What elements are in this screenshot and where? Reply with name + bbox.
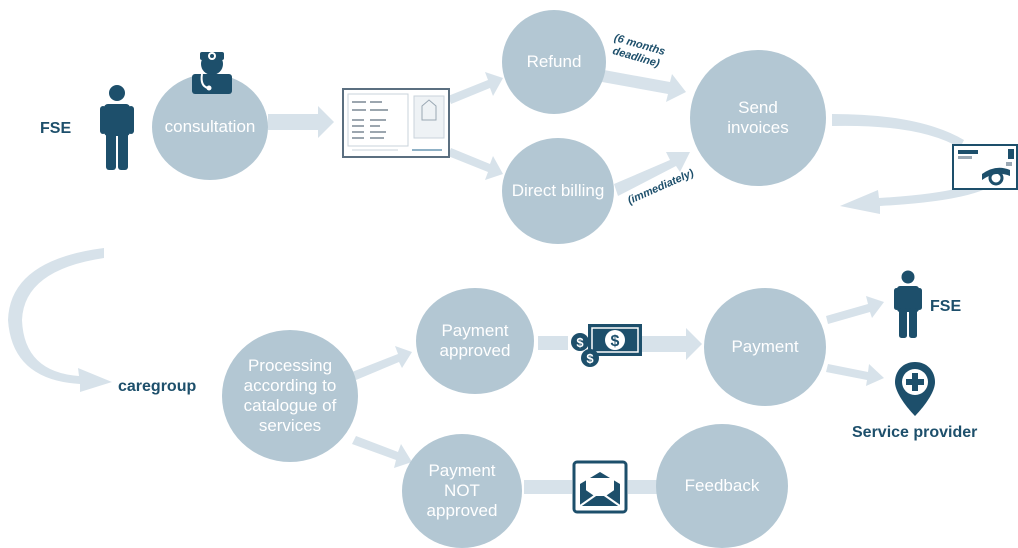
arrow-document-billing — [448, 148, 503, 180]
node-refund-label: Refund — [526, 52, 582, 71]
open-envelope-icon — [572, 460, 628, 514]
arrow-payment-fse — [826, 296, 884, 324]
doctor-icon — [192, 52, 232, 94]
node-payment-not-approved-label: Payment NOT approved — [426, 461, 498, 520]
arrow-envelope-feedback — [628, 480, 660, 494]
node-processing-label: Processing according to catalogue of ser… — [243, 356, 337, 435]
node-processing: Processing according to catalogue of ser… — [222, 330, 358, 462]
arrow-processing-approved — [352, 346, 412, 380]
node-consultation-label: consultation — [164, 117, 256, 136]
node-payment: Payment — [704, 288, 826, 406]
node-payment-approved: Payment approved — [416, 288, 534, 394]
arrow-money-payment — [640, 328, 702, 360]
mail-envelope-icon — [952, 144, 1018, 190]
arrow-not-envelope — [524, 480, 572, 494]
arrow-consultation-document — [268, 106, 334, 138]
arrow-envelope-return — [840, 172, 1002, 214]
money-icon: $ $ $ — [571, 324, 642, 367]
person-icon-right — [894, 270, 922, 338]
node-consultation: consultation — [152, 74, 268, 180]
node-payment-label: Payment — [731, 337, 799, 356]
svg-text:$: $ — [586, 351, 594, 366]
node-payment-not-approved: Payment NOT approved — [402, 434, 522, 548]
person-icon — [100, 85, 134, 170]
arrow-curve-caregroup — [8, 248, 112, 392]
arrow-payment-provider — [826, 364, 884, 386]
node-send-invoices-label: Send invoices — [727, 98, 789, 137]
label-fse-right: FSE — [930, 298, 962, 315]
arrow-billing-send — [614, 152, 690, 196]
label-service-provider: Service provider — [852, 424, 978, 441]
node-feedback: Feedback — [656, 424, 788, 548]
node-direct-billing: Direct billing — [502, 138, 614, 244]
svg-text:$: $ — [611, 333, 620, 350]
node-send-invoices: Send invoices — [690, 50, 826, 186]
label-fse-top: FSE — [40, 120, 72, 137]
arrow-refund-send — [602, 70, 686, 102]
node-feedback-label: Feedback — [684, 476, 760, 495]
arrow-processing-not — [352, 436, 412, 468]
node-payment-approved-label: Payment approved — [439, 321, 511, 360]
label-caregroup: caregroup — [118, 378, 197, 395]
node-refund: Refund — [502, 10, 606, 114]
node-direct-billing-label: Direct billing — [511, 181, 605, 200]
location-plus-icon — [895, 362, 935, 416]
invoice-document-icon — [342, 88, 450, 158]
arrow-send-envelope — [832, 114, 964, 148]
svg-text:$: $ — [576, 335, 584, 350]
arrow-document-refund — [448, 72, 503, 104]
arrow-approved-money — [538, 336, 568, 350]
